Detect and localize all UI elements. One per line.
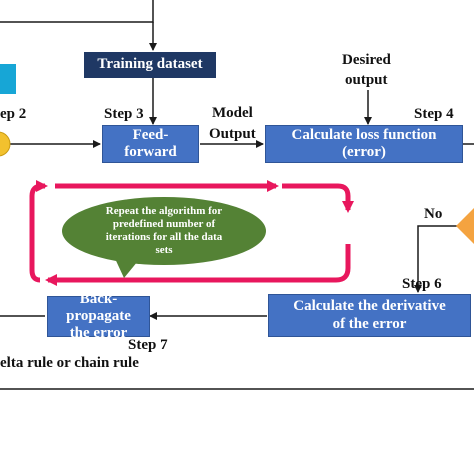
decision-diamond	[456, 208, 474, 244]
model-output-label-line1: Model	[212, 105, 253, 121]
back-propagate-label-line1: Back-propagate	[66, 290, 131, 324]
training-dataset-label: Training dataset	[97, 56, 203, 73]
loop-arrow-right	[282, 183, 354, 213]
arrow-no-to-derivative	[414, 225, 458, 293]
step4-label: Step 4	[414, 106, 454, 122]
delta-rule-label: elta rule or chain rule	[0, 355, 139, 371]
desired-output-label-line2: output	[345, 72, 388, 88]
repeat-note-text: Repeat the algorithm for predefined numb…	[68, 202, 260, 260]
step3-label: Step 3	[104, 106, 144, 122]
calculate-derivative-box: Calculate the derivative of the error	[268, 294, 471, 337]
loop-arrow-left	[29, 180, 48, 283]
repeat-note-line3: iterations for all the data	[105, 231, 223, 243]
repeat-note-line4: sets	[155, 244, 173, 257]
feed-forward-label-line1: Feed-	[132, 126, 169, 143]
repeat-note-line1: Repeat the algorithm for	[105, 204, 223, 217]
step2-marker-circle	[0, 131, 11, 157]
left-cyan-box	[0, 64, 16, 94]
feed-forward-label-line2: forward	[124, 144, 177, 160]
connector-top-to-training	[0, 0, 154, 23]
back-propagate-label-line2: the error	[69, 325, 128, 342]
back-propagate-box: Back-propagate the error	[47, 291, 150, 341]
calculate-derivative-label-line2: of the error	[332, 315, 407, 332]
step7-label: Step 7	[128, 337, 168, 353]
calculate-loss-box: Calculate loss function (error)	[265, 125, 463, 163]
calculate-derivative-label-line1: Calculate the derivative	[293, 298, 446, 315]
no-label: No	[424, 206, 443, 222]
calculate-loss-label-line1: Calculate loss function	[291, 126, 437, 143]
model-output-label-line2: Output	[209, 126, 256, 142]
step2-label: ep 2	[0, 106, 27, 122]
repeat-note-line2: predefined number of	[112, 217, 216, 230]
calculate-loss-label-line2: (error)	[342, 144, 386, 160]
feed-forward-box: Feed- forward	[102, 125, 199, 163]
loop-arrow-bottom	[45, 244, 351, 286]
repeat-note-ellipse	[62, 197, 266, 265]
step6-label: Step 6	[402, 276, 442, 292]
training-dataset-box: Training dataset	[84, 52, 216, 78]
desired-output-label-line1: Desired	[342, 52, 391, 68]
